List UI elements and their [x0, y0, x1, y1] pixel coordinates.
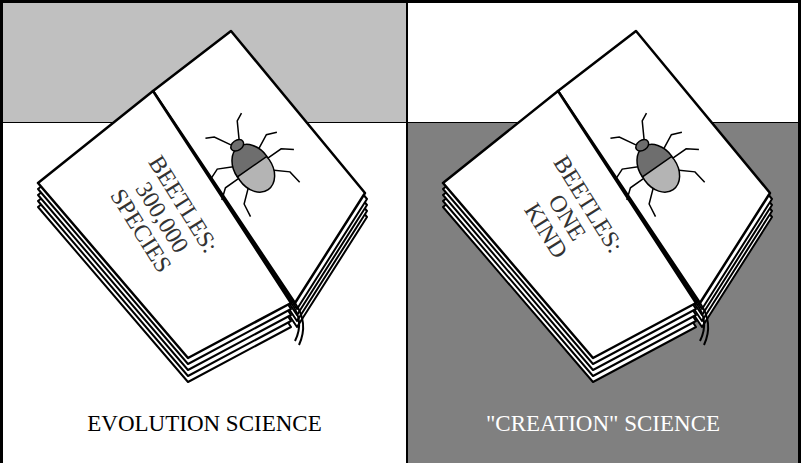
beetle-leg — [205, 129, 230, 155]
panel-label: EVOLUTION SCIENCE — [3, 411, 406, 437]
beetle-leg — [614, 160, 640, 181]
beetle — [187, 100, 311, 224]
beetle-leg — [209, 160, 235, 181]
panel-label: "CREATION" SCIENCE — [408, 411, 798, 437]
book: BEETLES: 300,000 SPECIES — [23, 23, 383, 393]
beetle-leg — [633, 113, 658, 139]
left-page — [38, 91, 291, 358]
beetle-head — [634, 137, 651, 153]
spine-curl — [291, 303, 303, 345]
book-drawing — [428, 23, 788, 393]
beetle-leg — [610, 129, 635, 155]
book: BEETLES: ONE KIND — [428, 23, 788, 393]
beetle-thorax — [224, 137, 267, 177]
beetle-head — [229, 137, 246, 153]
beetle-thorax — [629, 137, 672, 177]
panel: EVOLUTION SCIENCE BEETLES: 300,000 SPECIE… — [0, 0, 408, 463]
beetle-leg — [677, 161, 705, 191]
left-page — [443, 91, 696, 358]
spine-curl — [696, 303, 708, 345]
beetle — [592, 100, 716, 224]
beetle-leg — [228, 113, 253, 139]
book-drawing — [23, 23, 383, 393]
panel: "CREATION" SCIENCE BEETLES: ONE KIND — [408, 0, 801, 463]
beetle-leg — [272, 161, 300, 191]
